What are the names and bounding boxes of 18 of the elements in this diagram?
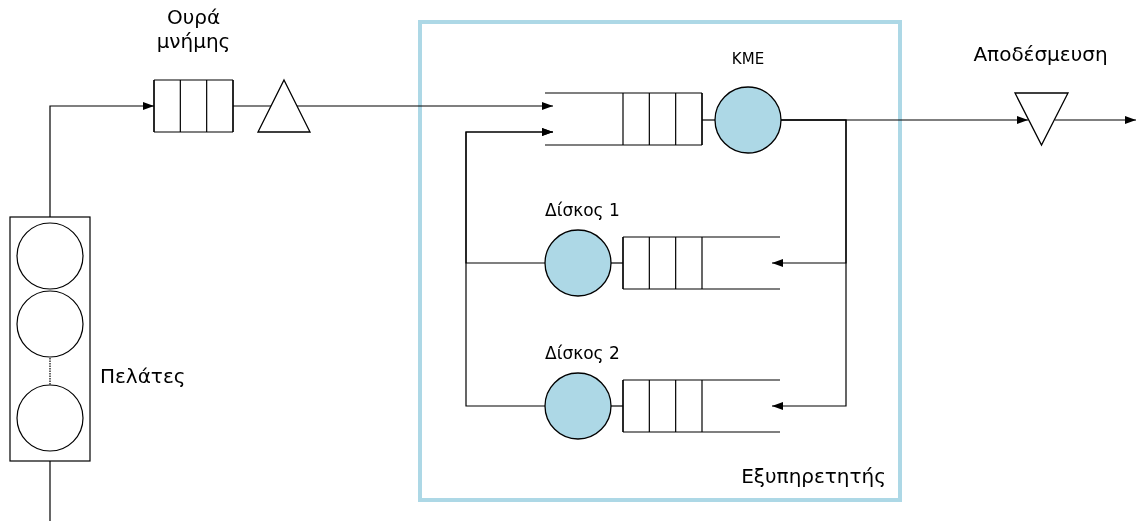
connector-line <box>610 405 624 407</box>
server-frame <box>418 20 902 502</box>
connector-line <box>232 105 272 107</box>
arrow <box>1054 116 1137 124</box>
node-label: Πελάτες <box>100 364 185 388</box>
node-label: ΚΜΕ <box>730 50 766 68</box>
arrow <box>296 102 554 110</box>
node-label: Δίσκος 2 <box>545 343 621 364</box>
connector-line <box>610 262 624 264</box>
arrow <box>465 128 554 407</box>
connector-line <box>701 119 716 121</box>
connector-line <box>49 460 51 521</box>
node-label: Αποδέσμευση <box>972 42 1109 66</box>
arrow <box>771 119 847 410</box>
node-label: Εξυπηρετητής <box>741 464 886 488</box>
node-label: Ουρά μνήμης <box>155 5 232 53</box>
arrow <box>49 102 155 218</box>
node-label: Δίσκος 1 <box>545 200 621 221</box>
